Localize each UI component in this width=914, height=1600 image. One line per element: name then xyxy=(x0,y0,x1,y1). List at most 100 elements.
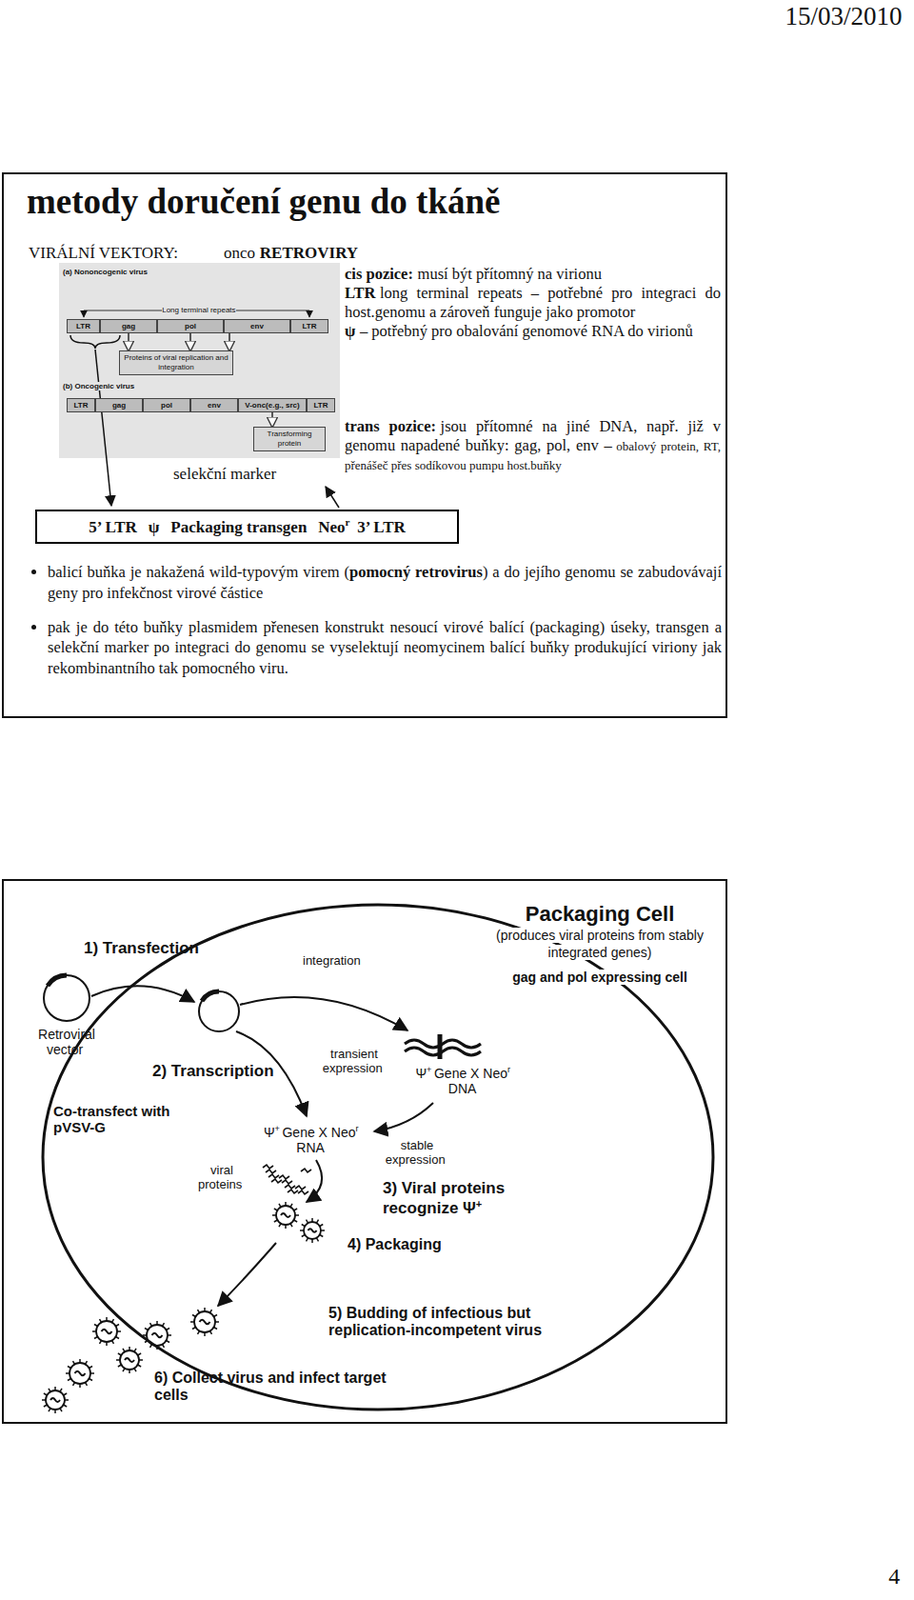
gene-segment: env xyxy=(223,318,291,334)
label-text: trans pozice: xyxy=(344,417,437,436)
label-text: stable expression xyxy=(385,1137,446,1167)
slide-title: metody doručení genu do tkáně xyxy=(26,180,713,222)
text-group: 4 xyxy=(837,1563,907,1590)
viral-protein xyxy=(281,1179,293,1184)
virion-spike xyxy=(73,1382,76,1386)
virion-spike xyxy=(319,1234,323,1237)
virion-spike xyxy=(90,1371,95,1374)
gene-segment: pol xyxy=(157,318,224,334)
virion-spike xyxy=(162,1344,165,1348)
virion-core xyxy=(199,1319,211,1324)
node-text: Proteins of viral replication and integr… xyxy=(122,353,230,373)
virion-spike xyxy=(112,1340,115,1344)
label-text: selekční marker xyxy=(173,464,277,483)
virion-spike xyxy=(167,1333,172,1336)
virion-spike xyxy=(150,1322,153,1326)
virion-spike xyxy=(134,1348,137,1352)
virion-spike xyxy=(67,1366,71,1369)
virion-spike xyxy=(85,1382,88,1386)
bullet-item: pak je do této buňky plasmidem přenesen … xyxy=(47,616,722,679)
virion-spike xyxy=(278,1203,281,1207)
text-group: Ψ+Gene XNeorRNA xyxy=(255,1123,370,1155)
virion-spike xyxy=(116,1324,120,1327)
node-text: Transforming protein xyxy=(257,429,322,449)
label-text: (b) Oncogenic virus xyxy=(62,381,135,391)
text-group: 3) Viral proteins recognize Ψ+ xyxy=(382,1178,583,1218)
label-text: pomocný retrovirus xyxy=(349,562,483,581)
virion-spike xyxy=(138,1352,141,1355)
virion-spike xyxy=(67,1378,71,1381)
bullet-item: balicí buňka je nakažená wild-typovým vi… xyxy=(47,561,722,604)
virion-spike xyxy=(112,1318,115,1322)
node-text: pol xyxy=(144,399,189,411)
arrow-connector xyxy=(189,333,192,351)
virion-spike xyxy=(301,1234,305,1237)
virion-spike xyxy=(319,1224,323,1227)
arrow-connector xyxy=(228,333,231,351)
label-text: integration xyxy=(302,953,361,968)
label-text: 4) Packaging xyxy=(347,1235,442,1252)
node-text: V-onc(e.g., src) xyxy=(239,399,305,411)
label-text: 4 xyxy=(888,1563,900,1589)
virion-spike xyxy=(59,1408,62,1411)
virion-spike xyxy=(320,1229,325,1232)
virion-spike xyxy=(290,1203,293,1207)
virion-spike xyxy=(59,1388,62,1391)
virion-spike xyxy=(122,1348,125,1352)
caption-line: Packaging Cell xyxy=(480,901,719,927)
node-text: LTR xyxy=(68,399,94,411)
label-text: 2) Transcription xyxy=(152,1061,275,1080)
node-text: env xyxy=(225,320,289,332)
gene-segment: LTR xyxy=(66,318,100,334)
text-group: integration xyxy=(302,953,398,969)
virion-core xyxy=(152,1332,163,1337)
label-text: + xyxy=(426,1064,432,1074)
label-text: long terminal repeats – potřebné pro int… xyxy=(344,283,721,321)
text-line: 4 xyxy=(837,1563,907,1590)
text-group: 5) Budding of infectious but replication… xyxy=(328,1304,605,1340)
virion-spike xyxy=(94,1336,98,1339)
label-text: onco xyxy=(223,243,256,262)
viral-protein xyxy=(278,1174,290,1179)
cell-text: (produces viral proteins from stably int… xyxy=(496,927,704,960)
virion-shell xyxy=(194,1311,216,1332)
label-text: LTR xyxy=(344,283,376,302)
construct-part: Packaging transgen xyxy=(170,517,307,537)
virion-spike xyxy=(94,1324,98,1327)
virion-spike xyxy=(63,1392,67,1395)
text-line: Ψ+Gene XNeor xyxy=(404,1064,524,1081)
text-line: RNA xyxy=(255,1139,370,1155)
text-line: DNA xyxy=(404,1080,524,1096)
node-text: env xyxy=(192,399,237,411)
text-group: (a) Nononcogenic virus xyxy=(62,267,178,277)
virion-spike xyxy=(192,1314,196,1317)
virion-spike xyxy=(116,1358,120,1361)
vector-construct: 5’ LTRψPackaging transgenNeor3’ LTR xyxy=(35,509,459,544)
protein-box: Transforming protein xyxy=(253,426,326,452)
virion-spike xyxy=(48,1388,51,1391)
virion-spike xyxy=(117,1330,121,1332)
text-line: oncoRETROVIRY xyxy=(223,243,434,263)
text-group: Long terminal repeats xyxy=(152,305,248,315)
virion-spike xyxy=(295,1213,299,1216)
arrow-connector xyxy=(271,412,274,427)
virion-spike xyxy=(92,1330,97,1332)
viral-protein xyxy=(298,1190,309,1194)
text-group: stable expression xyxy=(378,1138,456,1168)
viral-protein xyxy=(262,1164,274,1169)
virion-spike xyxy=(48,1408,51,1411)
label-text: 15/03/2010 xyxy=(784,1,902,31)
virion-spike xyxy=(118,1364,121,1367)
text-group: Ψ+Gene XNeorDNA xyxy=(404,1064,524,1096)
virion-spike xyxy=(128,1369,131,1373)
construct-part: Neo xyxy=(317,517,345,537)
label-text: Gene X xyxy=(281,1124,327,1140)
label-text: + xyxy=(275,1123,280,1133)
text-group: cis pozice:musí být přítomný na virionuL… xyxy=(344,264,721,342)
label-text: Long terminal repeats xyxy=(161,305,236,315)
virion-spike xyxy=(306,1219,309,1223)
text-line: (b) Oncogenic virus xyxy=(62,381,168,391)
gene-segment: env xyxy=(190,397,239,413)
slide-frame xyxy=(2,879,727,1423)
